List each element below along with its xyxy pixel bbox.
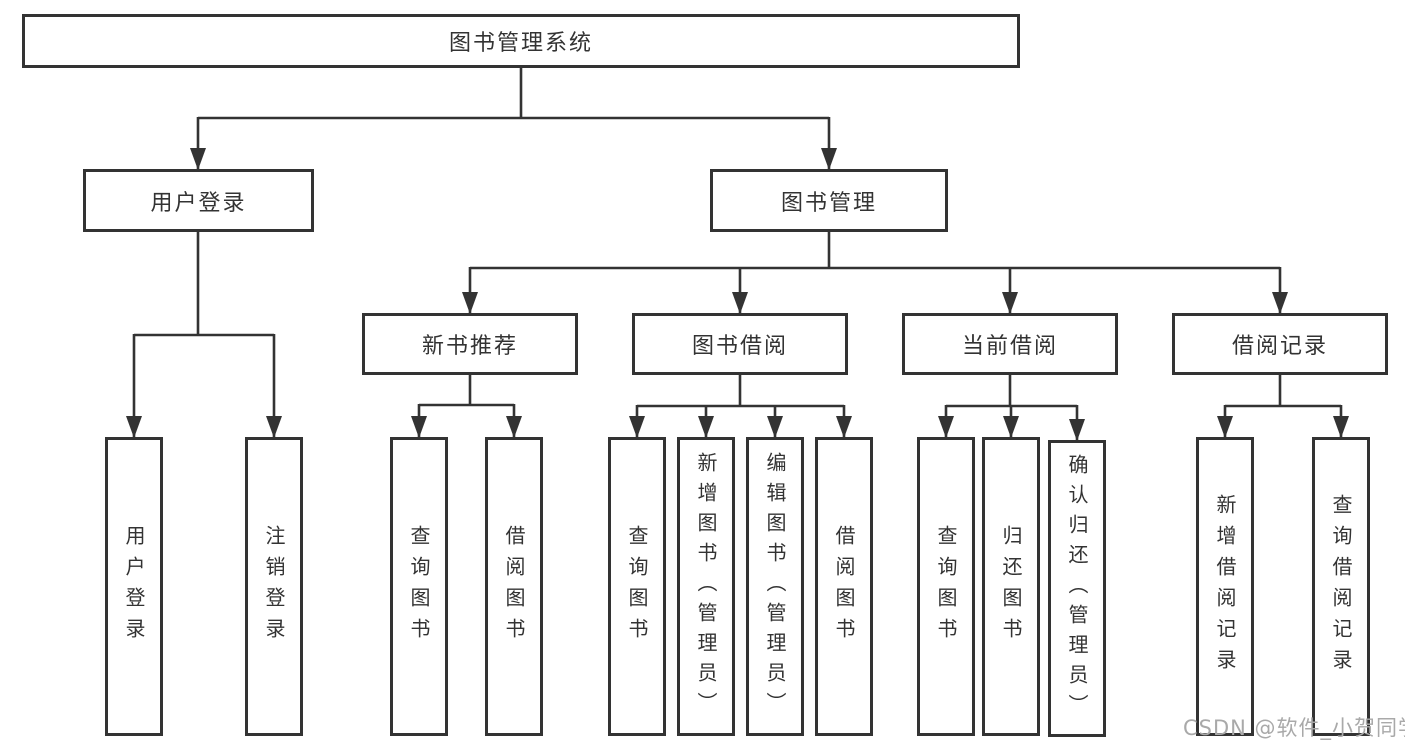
connector-new-book-recommendation-branch xyxy=(411,375,522,438)
connector-book-borrowing-branch xyxy=(629,375,852,438)
leaf-query-books-current: 查询图书 xyxy=(917,437,975,736)
leaf-return-books-label: 归还图书 xyxy=(999,524,1023,649)
leaf-query-books-borrowing-label: 查询图书 xyxy=(625,524,649,649)
leaf-edit-books-admin: 编辑图书（管理员） xyxy=(746,437,804,736)
leaf-edit-books-admin-label: 编辑图书（管理员） xyxy=(763,451,787,722)
leaf-query-books-borrowing: 查询图书 xyxy=(608,437,666,736)
leaf-logout-login: 注销登录 xyxy=(245,437,303,736)
leaf-confirm-return-admin: 确认归还（管理员） xyxy=(1048,440,1106,737)
leaf-borrow-books-borrowing: 借阅图书 xyxy=(815,437,873,736)
leaf-borrow-books-recommend: 借阅图书 xyxy=(485,437,543,736)
node-library-system-label: 图书管理系统 xyxy=(448,31,593,56)
leaf-query-books-current-label: 查询图书 xyxy=(934,524,958,649)
connector-current-borrowing-branch xyxy=(938,375,1085,441)
connector-root-to-level2 xyxy=(190,68,837,170)
leaf-query-borrow-record-label: 查询借阅记录 xyxy=(1329,493,1353,680)
leaf-borrow-books-borrowing-label: 借阅图书 xyxy=(832,524,856,649)
node-current-borrowing-label: 当前借阅 xyxy=(961,334,1058,359)
node-book-borrowing-label: 图书借阅 xyxy=(691,334,788,359)
node-borrowing-records: 借阅记录 xyxy=(1172,313,1388,375)
node-library-system: 图书管理系统 xyxy=(22,14,1020,68)
leaf-add-borrow-record: 新增借阅记录 xyxy=(1196,437,1254,736)
leaf-query-borrow-record: 查询借阅记录 xyxy=(1312,437,1370,736)
leaf-add-borrow-record-label: 新增借阅记录 xyxy=(1213,493,1237,680)
leaf-user-login-label: 用户登录 xyxy=(122,524,146,649)
node-user-login: 用户登录 xyxy=(83,169,314,232)
connector-user-login-branch xyxy=(126,232,282,438)
leaf-confirm-return-admin-label: 确认归还（管理员） xyxy=(1065,453,1089,724)
node-book-management-label: 图书管理 xyxy=(780,190,877,216)
leaf-user-login: 用户登录 xyxy=(105,437,163,736)
node-book-management: 图书管理 xyxy=(710,169,948,232)
node-user-login-label: 用户登录 xyxy=(150,190,247,216)
connector-borrowing-records-branch xyxy=(1217,375,1349,438)
node-borrowing-records-label: 借阅记录 xyxy=(1231,334,1328,359)
leaf-logout-login-label: 注销登录 xyxy=(262,524,286,649)
leaf-return-books: 归还图书 xyxy=(982,437,1040,736)
node-book-borrowing: 图书借阅 xyxy=(632,313,848,375)
leaf-add-books-admin-label: 新增图书（管理员） xyxy=(694,451,718,722)
node-new-book-recommendation: 新书推荐 xyxy=(362,313,578,375)
leaf-query-books-recommend: 查询图书 xyxy=(390,437,448,736)
leaf-add-books-admin: 新增图书（管理员） xyxy=(677,437,735,736)
leaf-borrow-books-recommend-label: 借阅图书 xyxy=(502,524,526,649)
connector-book-management-branch xyxy=(462,232,1288,314)
watermark: CSDN @软件_小贺同学 xyxy=(1183,716,1405,740)
leaf-query-books-recommend-label: 查询图书 xyxy=(407,524,431,649)
node-new-book-recommendation-label: 新书推荐 xyxy=(421,334,518,359)
node-current-borrowing: 当前借阅 xyxy=(902,313,1118,375)
